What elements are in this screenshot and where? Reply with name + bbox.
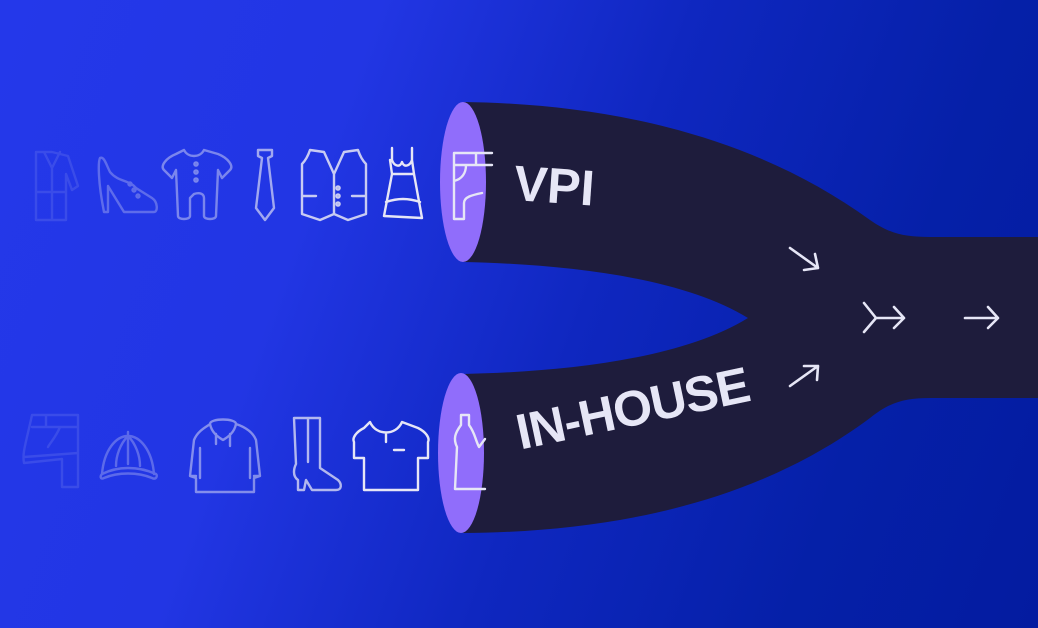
high-heel-icon xyxy=(97,156,158,214)
tank-dress-icon xyxy=(453,413,487,491)
boot-icon xyxy=(292,416,342,492)
baby-onesie-icon xyxy=(161,148,233,221)
merge-pipe xyxy=(463,102,1038,533)
inhouse-opening xyxy=(438,373,484,533)
arrow-right-icon xyxy=(963,305,1000,330)
hoodie-icon xyxy=(188,418,262,494)
vpi-label: VPI xyxy=(512,155,597,217)
t-shirt-icon xyxy=(352,420,430,492)
merge-arrow-icon xyxy=(862,301,906,334)
coat-icon xyxy=(34,150,80,222)
vpi-opening xyxy=(440,102,486,262)
dress-icon xyxy=(382,146,424,220)
arrow-up-right-icon xyxy=(788,364,820,388)
tie-icon xyxy=(254,148,276,222)
pants-icon xyxy=(22,413,80,489)
arrow-down-right-icon xyxy=(788,246,820,272)
vest-icon xyxy=(300,148,368,222)
cap-icon xyxy=(99,430,158,480)
shorts-icon xyxy=(452,151,494,221)
